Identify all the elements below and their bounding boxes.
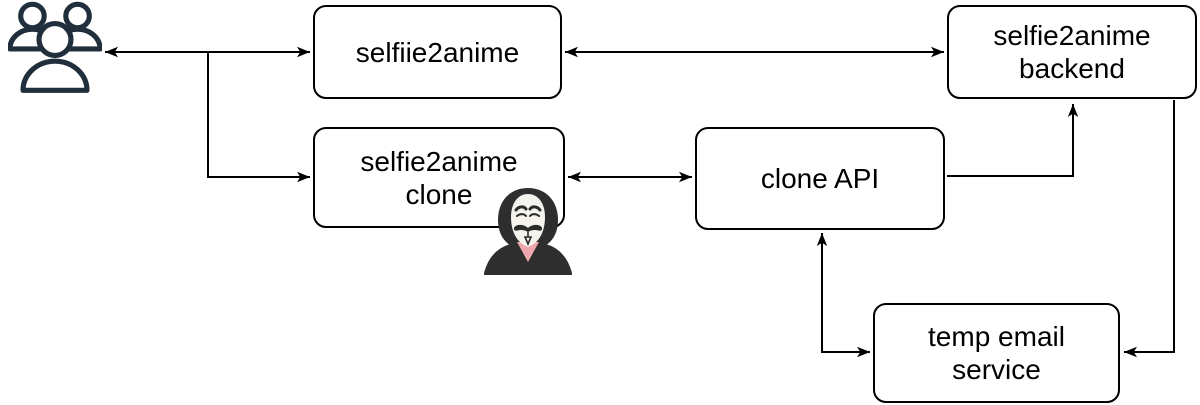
hacker-goatee [523,231,533,247]
node-clone-api: clone API [695,127,945,230]
users-group-icon [8,1,102,93]
edge-backend-tempemail [1124,100,1175,358]
hacker-neck [517,242,539,262]
node-selfiie2anime: selfiie2anime [313,5,562,99]
anonymous-hacker-icon [484,188,572,275]
node-label: selfiie2anime [355,36,520,68]
hacker-right-eyebrow [528,205,542,212]
node-selfie2anime-clone: selfie2anime clone [313,127,565,228]
user-back-left-head [18,1,47,31]
hacker-right-eye [529,213,540,217]
hacker-mustache [513,224,543,232]
edge-users-clone [207,52,310,183]
node-temp-email-service: temp email service [873,303,1120,403]
hacker-left-eye [516,213,527,217]
edge-cloneapi-backend [947,104,1079,177]
user-front-body [20,58,90,93]
node-label: clone API [760,163,880,194]
node-label: selfie2anime clone [360,145,518,210]
hacker-left-eyebrow [514,205,528,212]
node-selfie2anime-backend: selfie2anime backend [947,5,1197,99]
edge-cloneapi-tempemail [816,233,870,358]
user-front-head [36,20,74,59]
node-label: temp email service [928,321,1065,385]
user-back-right-head [63,1,92,31]
node-label: selfie2anime backend [993,20,1151,84]
